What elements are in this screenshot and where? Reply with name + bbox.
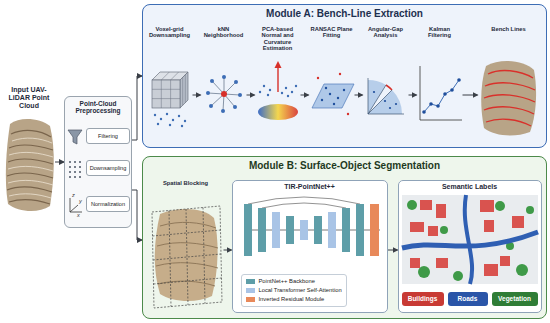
box-label: Buildings bbox=[408, 295, 438, 302]
node-title: PCA-based Normal and Curvature Estimatio… bbox=[255, 26, 301, 53]
node-title: Module A: Bench-Line Extraction bbox=[143, 5, 546, 20]
step-box: Downsampling bbox=[86, 160, 130, 176]
flow-arrow bbox=[132, 76, 142, 140]
axis-label: y bbox=[79, 199, 82, 205]
bench-lines-icon bbox=[481, 61, 536, 135]
flow-arrow bbox=[224, 250, 232, 251]
module-panel: Module A: Bench-Line ExtractionVoxel-gri… bbox=[142, 4, 547, 148]
node-title: kNN Neighborhood bbox=[201, 26, 247, 39]
output-box: Semantic LabelsBuildings Roads Vegetation bbox=[398, 180, 542, 313]
step-box: Filtering bbox=[86, 128, 130, 144]
tir-network-icon bbox=[244, 197, 380, 256]
flow-arrow bbox=[388, 250, 398, 251]
class-tag: Vegetation bbox=[492, 292, 538, 306]
legend-row: PointNet++ Backbone bbox=[246, 277, 342, 286]
axis-label: z bbox=[72, 193, 75, 199]
panel-grounds bbox=[64, 4, 547, 319]
knn-icon bbox=[206, 75, 242, 113]
legend-swatch bbox=[246, 279, 255, 284]
flow-arrow bbox=[301, 95, 309, 96]
network-box: TIR-PointNet++ PointNet++ BackboneLocal T… bbox=[232, 180, 388, 313]
box-label: Normalization bbox=[91, 201, 125, 207]
pca-icon bbox=[258, 61, 298, 120]
process-step: kNN Neighborhood bbox=[201, 26, 247, 142]
process-step: Voxel-grid Downsampling bbox=[147, 26, 193, 142]
node-title: Bench Lines bbox=[478, 26, 540, 33]
class-tag: Roads bbox=[448, 292, 488, 306]
preprocessing-icons bbox=[68, 130, 82, 212]
axis-label: x bbox=[77, 213, 80, 219]
process-step: Bench Lines bbox=[478, 26, 540, 142]
box-label: Filtering bbox=[98, 133, 118, 139]
box-label: Roads bbox=[458, 295, 478, 302]
flow-arrow bbox=[463, 95, 478, 96]
process-step: Spatial Blocking bbox=[148, 180, 224, 312]
process-step: PCA-based Normal and Curvature Estimatio… bbox=[255, 26, 301, 142]
node-title: Point-Cloud Preprocessing bbox=[65, 97, 131, 115]
legend-swatch bbox=[246, 297, 255, 302]
legend-text: Local Transformer Self-Attention bbox=[259, 287, 342, 293]
step-box: Normalization bbox=[86, 196, 130, 212]
flow-arrow bbox=[409, 95, 417, 96]
input-point-cloud bbox=[6, 119, 54, 211]
ransac-icon bbox=[312, 73, 354, 115]
angular-gap-icon bbox=[368, 78, 404, 114]
legend-swatch bbox=[246, 288, 255, 293]
spatial-blocking-icon bbox=[152, 206, 222, 308]
class-tag: Buildings bbox=[402, 292, 444, 306]
box-label: Downsampling bbox=[90, 165, 127, 171]
legend: PointNet++ BackboneLocal Transformer Sel… bbox=[241, 274, 347, 307]
box-label: Vegetation bbox=[498, 295, 531, 302]
input-node: Input UAV-LiDAR Point Cloud bbox=[3, 86, 55, 216]
legend-row: Local Transformer Self-Attention bbox=[246, 286, 342, 295]
legend-text: PointNet++ Backbone bbox=[259, 278, 315, 284]
voxel-grid-icon bbox=[152, 72, 188, 127]
node-title: Input UAV-LiDAR Point Cloud bbox=[3, 86, 55, 110]
flow-arrow bbox=[132, 190, 142, 240]
flow-arrow bbox=[247, 95, 255, 96]
preprocessing-box: Point-Cloud PreprocessingFilteringDownsa… bbox=[64, 96, 132, 228]
node-title: Spatial Blocking bbox=[148, 180, 224, 187]
flow-arrow bbox=[193, 95, 201, 96]
node-title: TIR-PointNet++ bbox=[233, 181, 387, 191]
module-panel: Module B: Surface-Object SegmentationSpa… bbox=[142, 156, 547, 319]
node-title: Semantic Labels bbox=[399, 181, 541, 191]
legend-text: Inverted Residual Module bbox=[259, 296, 325, 302]
process-step: Angular-Gap Analysis bbox=[363, 26, 409, 142]
node-title: Kalman Filtering bbox=[417, 26, 463, 39]
process-step: RANSAC Plane Fitting bbox=[309, 26, 355, 142]
node-title: Angular-Gap Analysis bbox=[363, 26, 409, 39]
flow-arrow bbox=[355, 95, 363, 96]
kalman-icon bbox=[420, 66, 462, 120]
node-title: RANSAC Plane Fitting bbox=[309, 26, 355, 39]
process-step: Kalman Filtering bbox=[417, 26, 463, 142]
semantic-map-icon bbox=[402, 195, 538, 284]
node-title: Voxel-grid Downsampling bbox=[147, 26, 193, 39]
flow-arrow bbox=[55, 162, 64, 163]
legend-row: Inverted Residual Module bbox=[246, 295, 342, 304]
node-title: Module B: Surface-Object Segmentation bbox=[143, 157, 546, 172]
